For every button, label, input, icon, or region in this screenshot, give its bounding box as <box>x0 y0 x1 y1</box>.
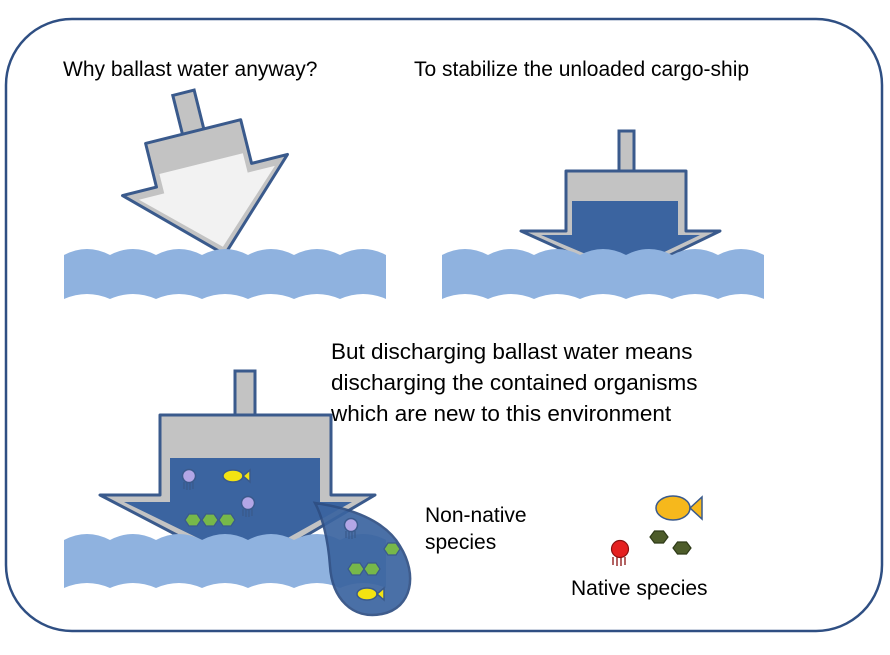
non-native-label: Non-native species <box>425 502 527 556</box>
hexagon-organism-icon <box>347 562 365 576</box>
hexagon-organism-icon <box>649 530 669 544</box>
non-native-line: species <box>425 531 497 554</box>
message-line: But discharging ballast water means <box>331 339 693 364</box>
water-wave-bottom <box>64 534 386 588</box>
fish-icon <box>655 495 703 521</box>
stable-ship-icon <box>519 129 722 261</box>
question-text: Why ballast water anyway? <box>63 58 318 81</box>
discharge-message: But discharging ballast water means disc… <box>331 336 697 429</box>
hexagon-organism-icon <box>218 513 236 527</box>
answer-text: To stabilize the unloaded cargo-ship <box>414 58 750 81</box>
water-wave-left <box>64 249 386 299</box>
tilted-ship-icon <box>121 88 289 257</box>
jellyfish-icon <box>610 539 630 566</box>
hexagon-organism-icon <box>672 541 692 555</box>
water-wave-right <box>442 249 764 299</box>
message-line: discharging the contained organisms <box>331 370 698 395</box>
non-native-line: Non-native <box>425 504 527 527</box>
native-organisms <box>610 495 703 566</box>
hexagon-organism-icon <box>383 542 401 556</box>
hexagon-organism-icon <box>184 513 202 527</box>
ballast-discharge-bubble <box>312 501 412 617</box>
hexagon-organism-icon <box>363 562 381 576</box>
message-line: which are new to this environment <box>331 401 672 426</box>
native-label: Native species <box>571 577 708 600</box>
hexagon-organism-icon <box>201 513 219 527</box>
